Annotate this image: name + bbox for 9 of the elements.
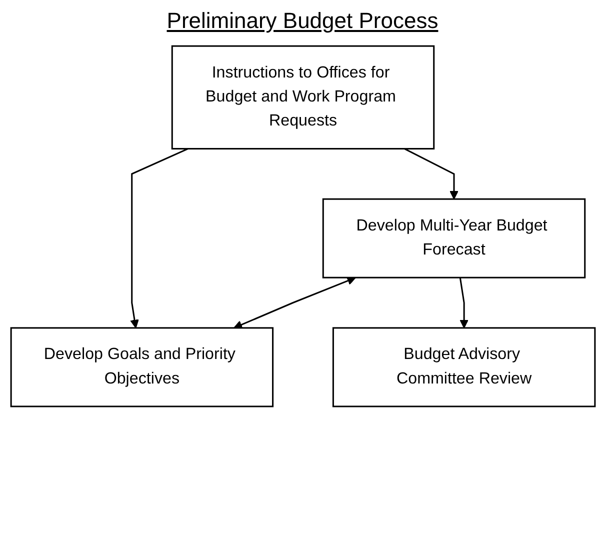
arrow — [233, 276, 356, 329]
node-box: Instructions to Offices for Budget and Work Program Requests — [170, 45, 434, 150]
arrow — [130, 148, 188, 328]
node-box: Budget Advisory Committee Review — [332, 327, 596, 408]
diagram-title: Preliminary Budget Process — [166, 8, 440, 34]
node-box: Develop Multi-Year Budget Forecast — [322, 198, 586, 278]
arrow — [403, 148, 458, 200]
node-box: Develop Goals and Priority Objectives — [10, 327, 274, 408]
arrow — [458, 277, 468, 328]
